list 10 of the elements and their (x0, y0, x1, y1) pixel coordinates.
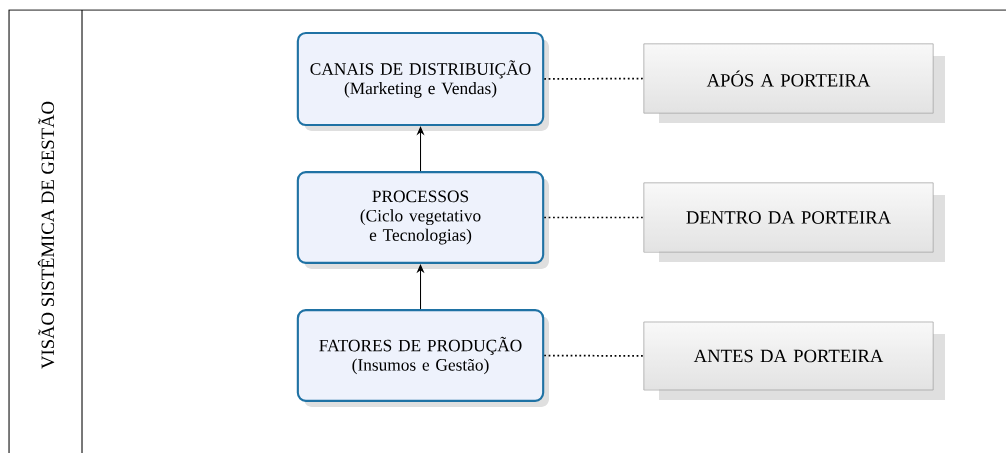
side-heading: VISÃO SISTÊMICA DE GESTÃO (37, 101, 55, 369)
dotted-connector (543, 216, 645, 219)
stage-box: PROCESSOS (Ciclo vegetativo e Tecnologias) (296, 171, 549, 269)
dotted-connector (543, 354, 645, 357)
zone-box: ANTES DA PORTEIRA (643, 321, 945, 400)
zone-box: APÓS A PORTEIRA (643, 43, 945, 123)
stage-box: CANAIS DE DISTRIBUIÇÃO (Marketing e Vendas) (296, 31, 549, 131)
stage-box: FATORES DE PRODUÇÃO (Insumos e Gestão) (296, 309, 549, 407)
dotted-connector (543, 77, 645, 80)
zone-box: DENTRO DA PORTEIRA (643, 182, 945, 262)
